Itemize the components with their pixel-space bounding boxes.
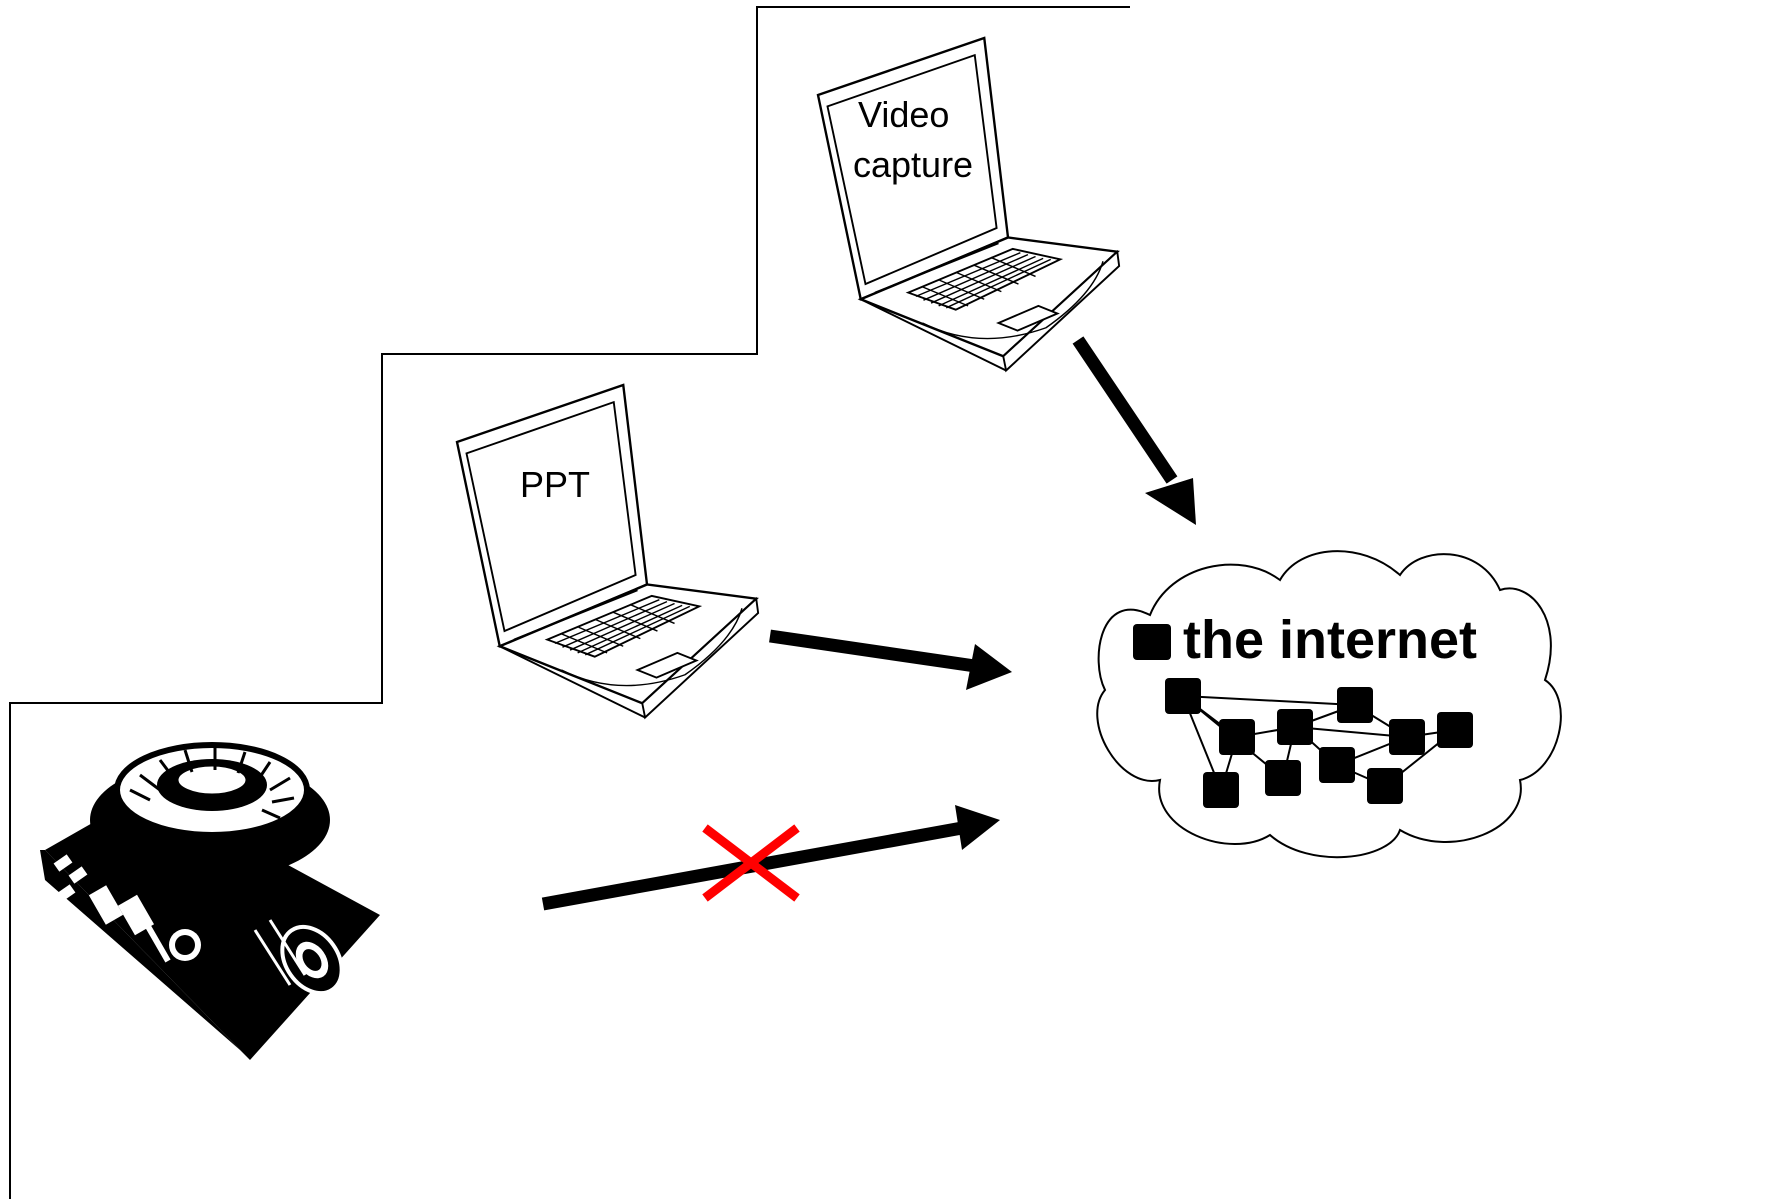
staircase-outline <box>9 6 1130 1199</box>
network-nodes-icon <box>1165 678 1473 808</box>
slide-projector-icon <box>40 742 380 1060</box>
internet-label: the internet <box>1183 610 1477 670</box>
arrow-mid-laptop-to-internet <box>769 629 1012 690</box>
cross-icon <box>702 824 800 902</box>
laptop-ppt-screen-label: PPT <box>520 464 590 505</box>
laptop-video-screen-label-line2: capture <box>853 144 973 185</box>
laptop-icon <box>816 36 1121 372</box>
laptop-video-screen-label-line1: Video <box>858 94 949 135</box>
arrow-top-laptop-to-internet <box>1072 336 1196 525</box>
arrow-projector-to-internet <box>541 805 1000 911</box>
laptop-icon <box>455 383 760 719</box>
network-bullet-icon <box>1133 624 1171 660</box>
